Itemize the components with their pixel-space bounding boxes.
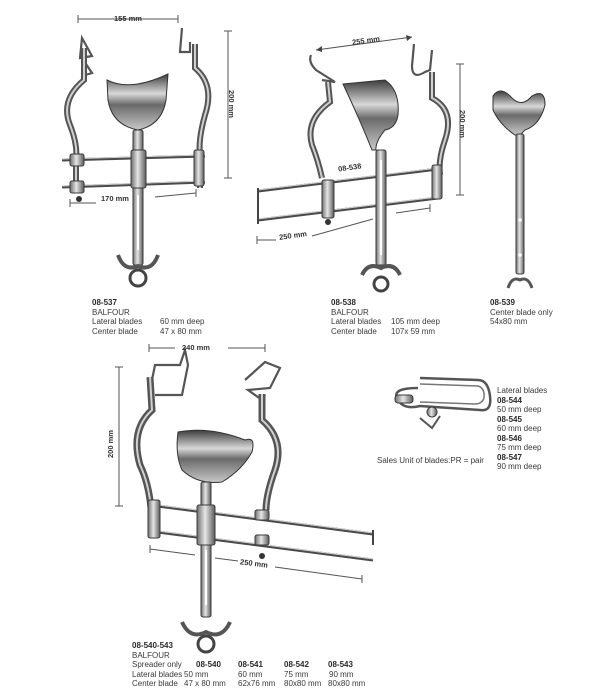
sales-unit-note: Sales Unit of blades:PR = pair: [377, 456, 484, 465]
table-row: Lateral blades 50 mm 60 mm 75 mm 90 mm: [132, 669, 354, 679]
center-blade-08-539-drawing: [492, 90, 546, 289]
lateral-blades-list: Lateral blades 08-544 50 mm deep 08-545 …: [497, 386, 548, 471]
product-code: 08-540-543: [132, 641, 173, 650]
lateral-blades-title: Lateral blades: [497, 386, 548, 395]
retractor-08-540-543-drawing: [115, 344, 374, 654]
retractor-08-537-drawing: [61, 15, 232, 288]
table-row: Spreader only 08-540 08-541 08-542 08-54…: [132, 660, 353, 669]
dimension-height-08-540-543: 200 mm: [106, 430, 115, 458]
product-name: BALFOUR: [331, 307, 369, 317]
product-code: 08-539: [490, 298, 515, 307]
product-08-540-543: 08-540-543 BALFOUR Spreader only 08-540 …: [132, 641, 365, 689]
retractor-08-538-drawing: [256, 35, 464, 293]
dimension-height-08-537: 200 mm: [227, 90, 236, 118]
dimension-top-08-540-543: 240 mm: [182, 343, 210, 352]
table-row: Center blade 47 x 80 mm 62x76 mm 80x80 m…: [132, 679, 366, 688]
product-name: BALFOUR: [132, 650, 170, 660]
dimension-bottom-08-537: 170 mm: [101, 194, 129, 203]
dimension-top-08-537: 155 mm: [114, 14, 142, 23]
product-name: BALFOUR: [92, 307, 130, 317]
dimension-height-08-538: 200 mm: [458, 110, 467, 138]
product-code: 08-538: [331, 298, 356, 307]
product-08-539: 08-539 Center blade only 54x80 mm: [490, 298, 553, 326]
product-code: 08-537: [92, 298, 117, 307]
lateral-blade-drawing: [394, 376, 492, 430]
